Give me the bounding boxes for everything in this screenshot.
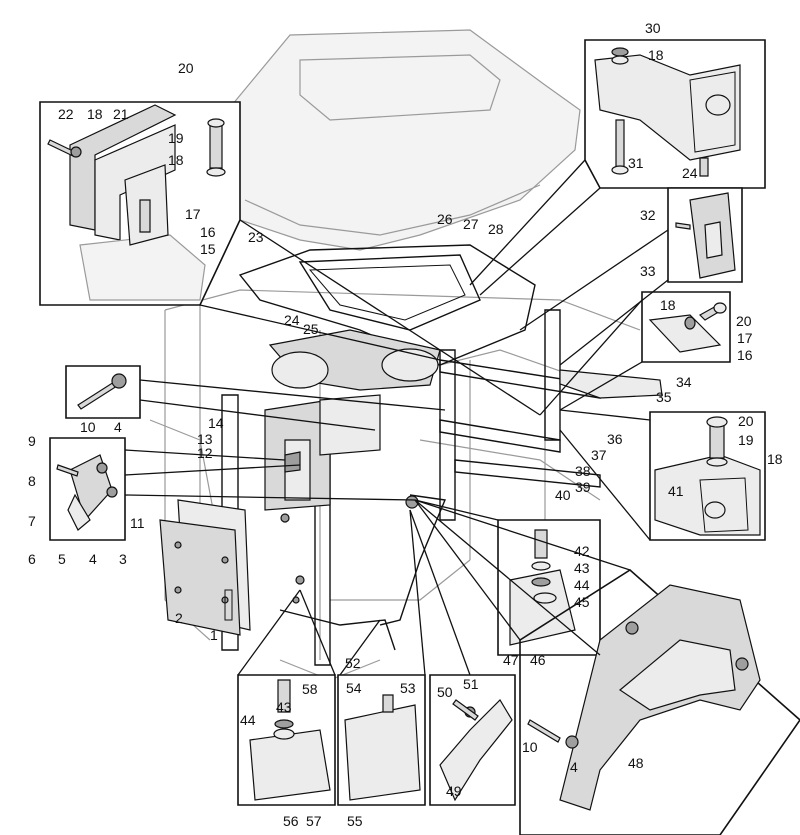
label-16: 16 (737, 347, 753, 363)
label-12: 12 (197, 445, 213, 461)
label-4: 4 (570, 759, 578, 775)
label-56: 56 (283, 813, 299, 829)
label-10: 10 (522, 739, 538, 755)
label-27: 27 (463, 216, 479, 232)
label-44: 44 (240, 712, 256, 728)
label-6: 6 (28, 551, 36, 567)
label-49: 49 (446, 783, 462, 799)
label-55: 55 (347, 813, 363, 829)
label-21: 21 (113, 106, 129, 122)
label-52: 52 (345, 655, 361, 671)
label-54: 54 (346, 680, 362, 696)
label-19: 19 (168, 130, 184, 146)
inset-bottom-row (237, 674, 516, 806)
label-39: 39 (575, 479, 591, 495)
label-32: 32 (640, 207, 656, 223)
label-43: 43 (574, 560, 590, 576)
label-3: 3 (119, 551, 127, 567)
inset-hinge (49, 437, 126, 541)
inset-top-left (39, 101, 241, 306)
leader-lines (124, 159, 669, 676)
label-28: 28 (488, 221, 504, 237)
inset-bracket-41 (649, 411, 766, 541)
inset-bolt-10 (65, 365, 141, 419)
label-34: 34 (676, 374, 692, 390)
label-51: 51 (463, 676, 479, 692)
cab-main-frame (221, 244, 663, 666)
label-18: 18 (168, 152, 184, 168)
label-11: 11 (130, 515, 145, 531)
label-16: 16 (200, 224, 216, 240)
label-5: 5 (58, 551, 66, 567)
label-13: 13 (197, 431, 213, 447)
label-45: 45 (574, 594, 590, 610)
panel-part-1-2 (159, 499, 251, 636)
label-1: 1 (210, 627, 218, 643)
label-17: 17 (185, 206, 201, 222)
label-19: 19 (738, 432, 754, 448)
inset-top-right (584, 39, 766, 189)
label-17: 17 (737, 330, 753, 346)
inset-bracket-16 (641, 291, 731, 363)
label-30: 30 (645, 20, 661, 36)
label-20: 20 (738, 413, 754, 429)
label-38: 38 (575, 463, 591, 479)
label-4: 4 (114, 419, 122, 435)
label-47: 47 (503, 652, 519, 668)
label-25: 25 (303, 321, 319, 337)
label-44: 44 (574, 577, 590, 593)
label-20: 20 (736, 313, 752, 329)
inset-fender-48 (519, 569, 800, 835)
label-48: 48 (628, 755, 644, 771)
inset-plate-33 (667, 187, 743, 283)
label-18: 18 (87, 106, 103, 122)
label-40: 40 (555, 487, 571, 503)
label-53: 53 (400, 680, 416, 696)
callout-labels: 1 2 3 4 4 4 5 6 7 8 9 10 10 11 12 13 14 … (28, 20, 783, 829)
label-26: 26 (437, 211, 453, 227)
label-50: 50 (437, 684, 453, 700)
inset-bracket-42 (497, 519, 601, 656)
label-24: 24 (682, 165, 698, 181)
label-10: 10 (80, 419, 96, 435)
label-18: 18 (648, 47, 664, 63)
label-31: 31 (628, 155, 644, 171)
cab-ghost-outline (149, 29, 641, 681)
label-20: 20 (178, 60, 194, 76)
label-43: 43 (276, 699, 292, 715)
label-7: 7 (28, 513, 36, 529)
label-18: 18 (660, 297, 676, 313)
label-4: 4 (89, 551, 97, 567)
label-33: 33 (640, 263, 656, 279)
label-46: 46 (530, 652, 546, 668)
label-35: 35 (656, 389, 672, 405)
label-42: 42 (574, 543, 590, 559)
label-14: 14 (208, 415, 224, 431)
label-18: 18 (767, 451, 783, 467)
label-41: 41 (668, 483, 684, 499)
label-36: 36 (607, 431, 623, 447)
label-8: 8 (28, 473, 36, 489)
label-37: 37 (591, 447, 607, 463)
label-15: 15 (200, 241, 216, 257)
label-2: 2 (175, 610, 183, 626)
label-58: 58 (302, 681, 318, 697)
label-57: 57 (306, 813, 322, 829)
label-24: 24 (284, 312, 300, 328)
label-9: 9 (28, 433, 36, 449)
label-22: 22 (58, 106, 74, 122)
label-23: 23 (248, 229, 264, 245)
